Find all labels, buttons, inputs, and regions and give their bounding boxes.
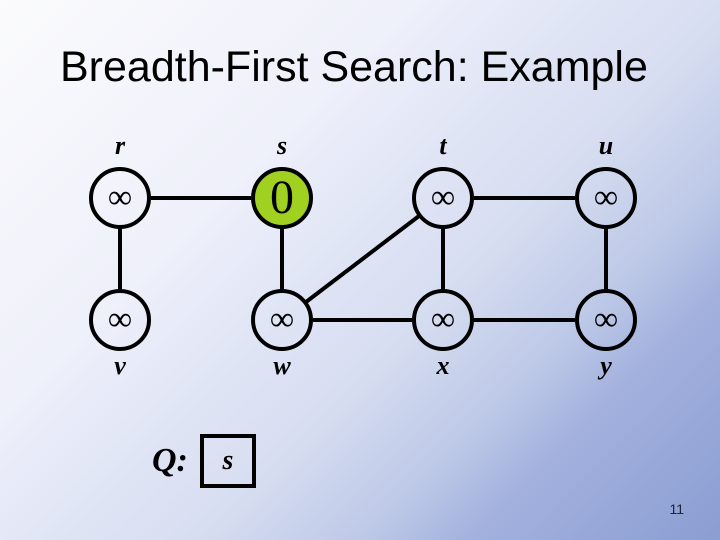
node-v: ∞ — [89, 289, 151, 351]
queue: Q: s — [152, 433, 256, 489]
queue-item-box: s — [199, 434, 256, 488]
node-value-s: 0 — [270, 171, 294, 224]
node-w: ∞ — [251, 289, 313, 351]
node-value-v: ∞ — [107, 301, 133, 338]
node-label-u: u — [598, 131, 614, 160]
slide-title: Breadth-First Search: Example — [60, 43, 648, 91]
node-label-s: s — [276, 131, 288, 160]
node-y: ∞ — [575, 289, 637, 351]
node-label-r: r — [114, 131, 126, 160]
node-value-t: ∞ — [430, 179, 456, 216]
edge-t-w — [304, 214, 421, 304]
node-value-u: ∞ — [593, 179, 619, 216]
queue-item: s — [222, 445, 234, 476]
node-r: ∞ — [89, 167, 151, 229]
node-label-y: y — [600, 351, 612, 380]
node-value-x: ∞ — [430, 301, 456, 338]
node-label-x: x — [436, 351, 450, 380]
node-s: 0 — [251, 167, 313, 229]
node-x: ∞ — [412, 289, 474, 351]
node-value-w: ∞ — [269, 301, 295, 338]
page-number: 11 — [669, 501, 684, 517]
node-value-r: ∞ — [107, 179, 133, 216]
node-value-y: ∞ — [593, 301, 619, 338]
node-label-w: w — [273, 351, 291, 380]
node-label-t: t — [439, 131, 447, 160]
queue-label: Q: — [152, 442, 188, 479]
node-label-v: v — [114, 351, 126, 380]
node-t: ∞ — [412, 167, 474, 229]
node-u: ∞ — [575, 167, 637, 229]
